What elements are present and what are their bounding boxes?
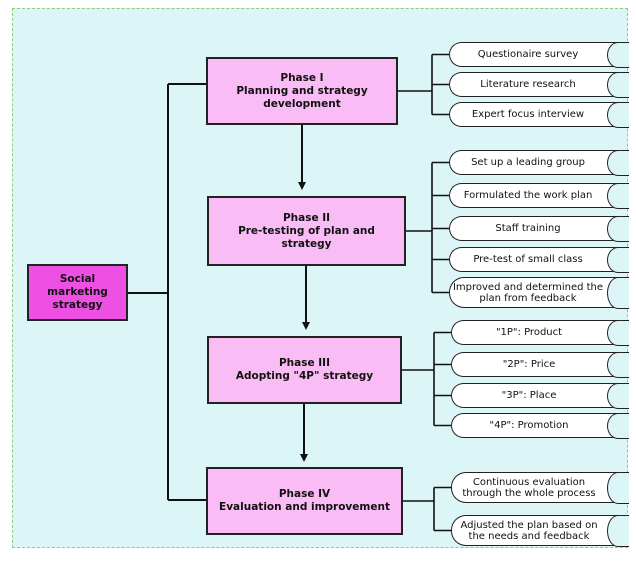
phase-3-box: Phase III Adopting "4P" strategy	[207, 336, 402, 404]
phase-3-item: "4P": Promotion	[451, 412, 629, 439]
phase-4-item: Adjusted the plan based on the needs and…	[451, 514, 629, 547]
phase-3-item: "1P": Product	[451, 319, 629, 346]
phase-3-subtitle: Adopting "4P" strategy	[235, 370, 374, 382]
phase-2-item: Set up a leading group	[449, 149, 629, 176]
phase-4-title: Phase IV	[278, 488, 331, 500]
phase-2-title: Phase II	[282, 211, 331, 224]
phase-2-item: Formulated the work plan	[449, 182, 629, 209]
phase-1-item: Expert focus interview	[449, 101, 629, 128]
phase-1-box: Phase I Planning and strategy developmen…	[206, 57, 398, 125]
phase-1-item: Literature research	[449, 71, 629, 98]
phase-1-title: Phase I	[280, 71, 324, 84]
root-node: Social marketing strategy	[27, 264, 128, 321]
phase-4-subtitle: Evaluation and improvement	[219, 501, 390, 513]
phase-2-subtitle: Pre-testing of plan and strategy	[238, 224, 375, 250]
phase-2-item: Pre-test of small class	[449, 246, 629, 273]
phase-2-item: Staff training	[449, 215, 629, 242]
root-label: Social marketing strategy	[47, 273, 108, 311]
phase-1-subtitle: Planning and strategy development	[236, 84, 368, 110]
phase-1-item: Questionaire survey	[449, 41, 629, 68]
phase-2-box: Phase II Pre-testing of plan and strateg…	[207, 196, 406, 266]
phase-4-item: Continuous evaluation through the whole …	[451, 471, 629, 504]
phase-4-box: Phase IV Evaluation and improvement	[206, 467, 403, 535]
phase-3-item: "2P": Price	[451, 351, 629, 378]
phase-3-item: "3P": Place	[451, 382, 629, 409]
phase-3-title: Phase III	[278, 357, 330, 369]
phase-2-item: Improved and determined the plan from fe…	[449, 276, 629, 309]
